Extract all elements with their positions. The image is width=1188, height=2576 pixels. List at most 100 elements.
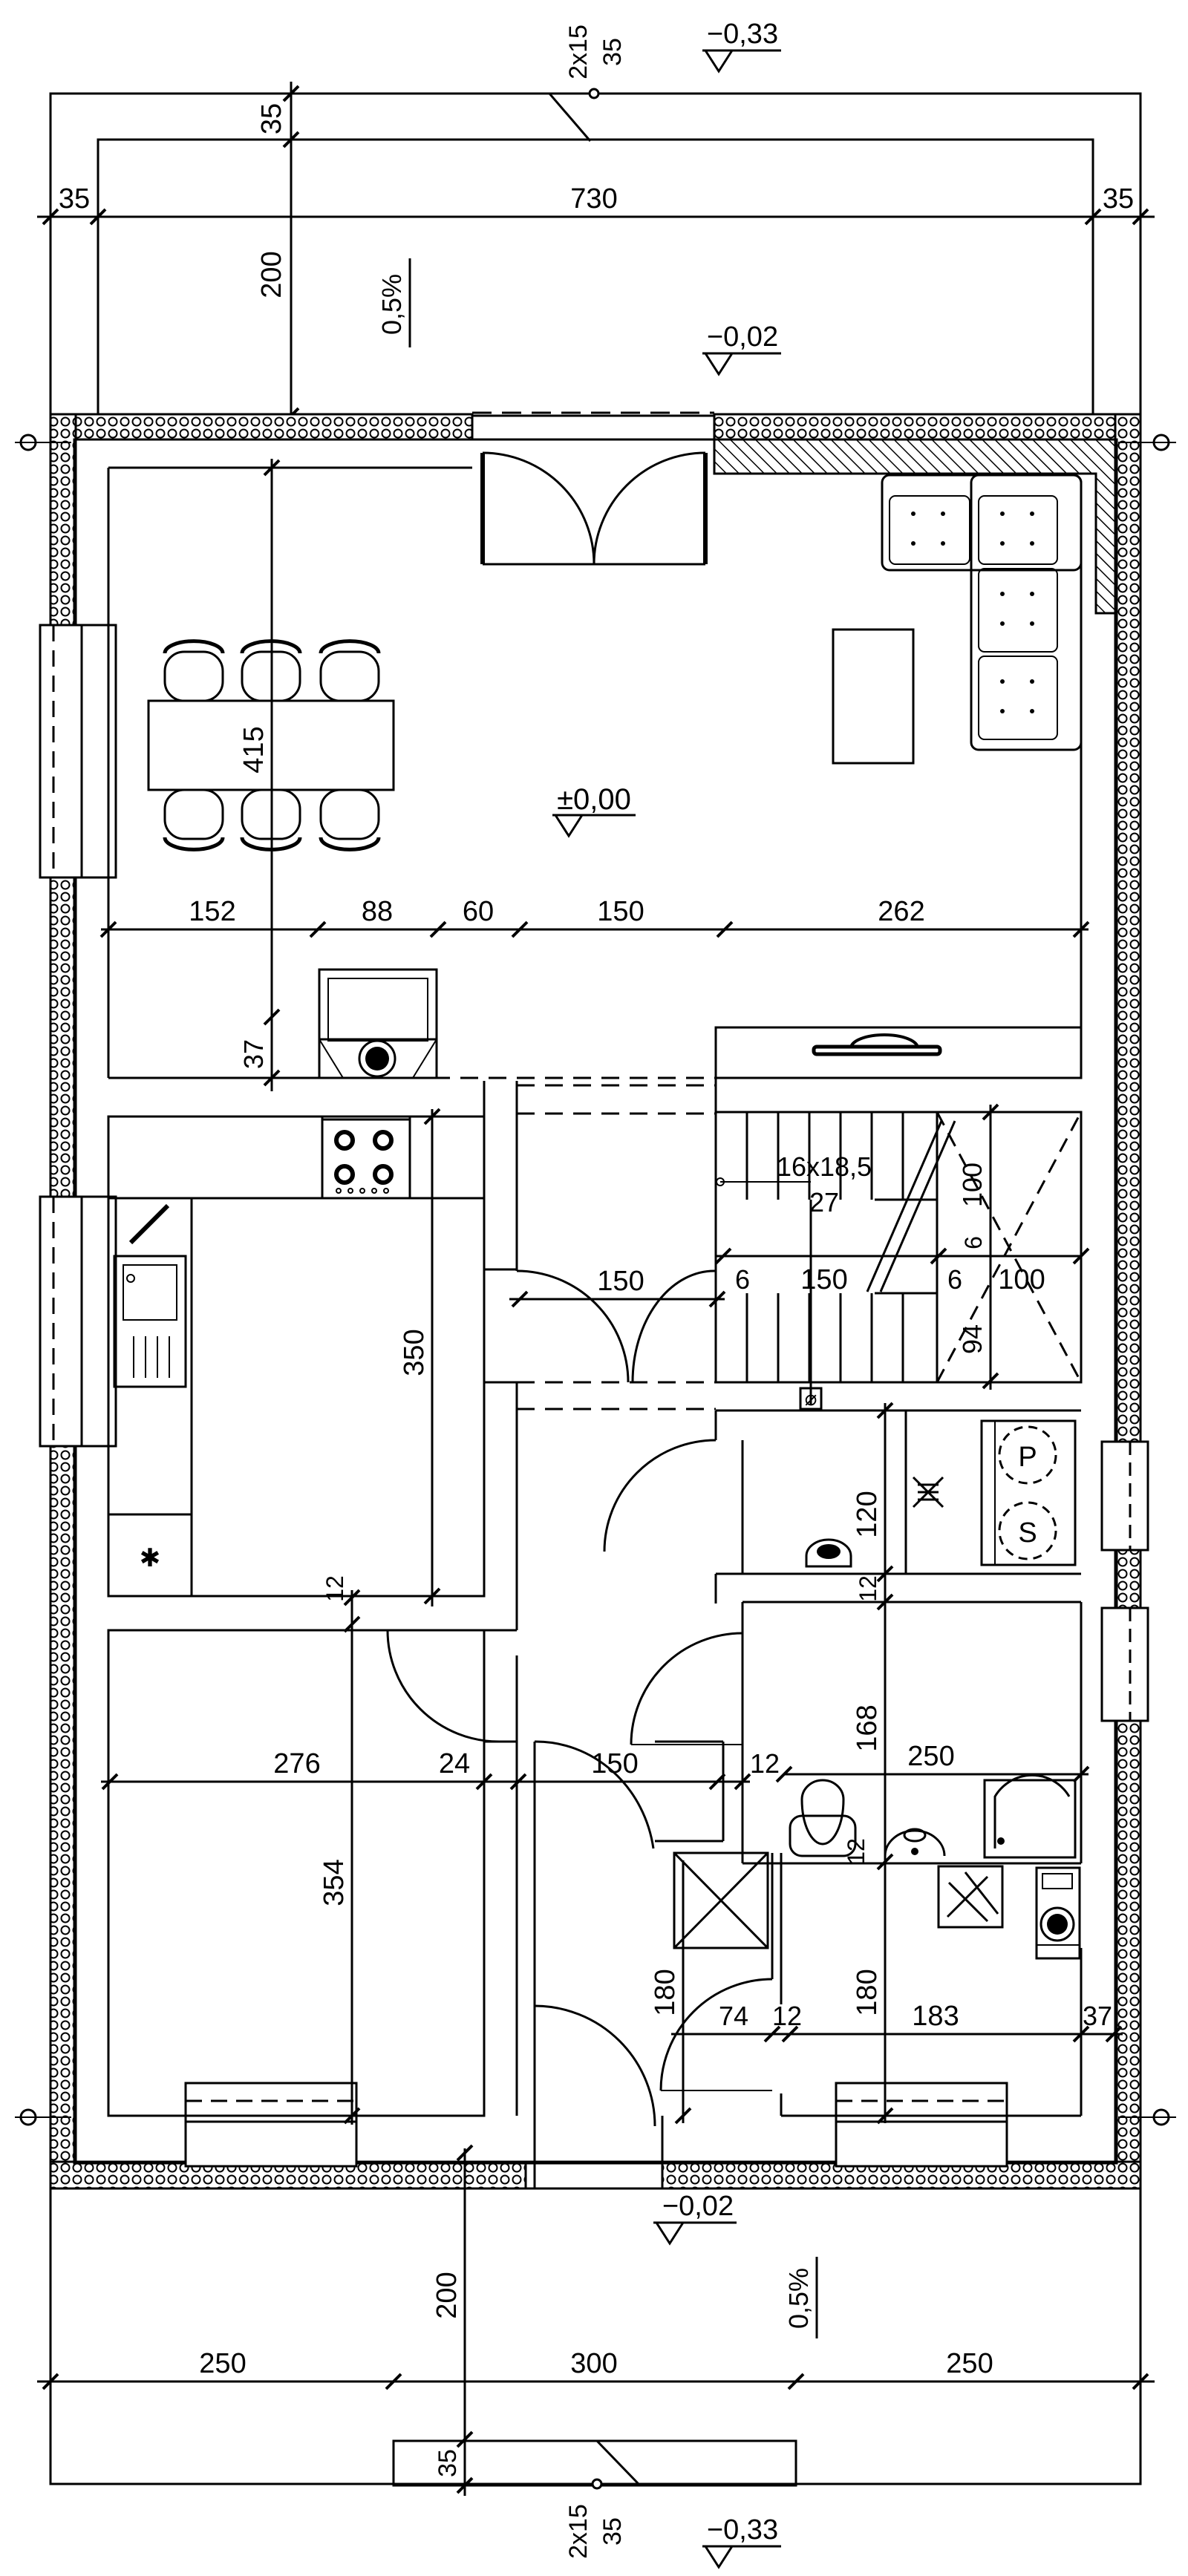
dim-stair-6b: 6 — [947, 1264, 962, 1295]
coffee-table — [832, 628, 915, 765]
dim-74: 74 — [719, 2001, 748, 2031]
dim-12b: 12 — [322, 1575, 348, 1602]
dim-tech-120: 120 — [852, 1491, 883, 1537]
step-label-top-b: 35 — [598, 38, 627, 66]
wc — [659, 1851, 1083, 2117]
dim-wc-180a: 180 — [650, 1969, 681, 2016]
level-bottom-terrace: −0,02 — [662, 2191, 734, 2222]
pump-label: P — [1018, 1442, 1037, 1473]
dim-stair-94: 94 — [957, 1324, 988, 1354]
slope-top: 0,5% — [376, 274, 407, 335]
dim-stair-100v: 100 — [957, 1163, 988, 1207]
step-label-bottom-a: 2x15 — [564, 2504, 593, 2559]
bedroom-depth-dimension — [343, 1589, 361, 2125]
bottom-terrace — [49, 2187, 1142, 2490]
stair-width-dimension — [714, 1247, 1090, 1265]
svg-text:⌀: ⌀ — [805, 1387, 817, 1410]
cooktop — [321, 1118, 411, 1200]
terrace-double-door — [472, 411, 714, 566]
dim-bottom-200: 200 — [431, 2272, 463, 2318]
slope-bottom: 0,5% — [783, 2268, 814, 2329]
top-width-dimension — [37, 208, 1155, 226]
concrete-wall — [713, 438, 1117, 615]
dim-bed-354: 354 — [319, 1859, 350, 1906]
level-mark-top-terrace — [702, 352, 781, 376]
kitchen-door — [516, 1269, 630, 1383]
dining-table — [147, 639, 395, 851]
stair-door — [631, 1269, 717, 1383]
top-terrace — [49, 88, 1142, 417]
oven — [318, 1038, 438, 1079]
step-label-bottom-b: 35 — [598, 2517, 627, 2546]
level-top-terrace: −0,02 — [707, 321, 778, 353]
axis-markers — [15, 434, 1176, 2126]
stair-depth-dimension — [982, 1103, 999, 1390]
tech-room — [603, 1409, 1081, 1604]
dim-bottom-250-right: 250 — [946, 2348, 993, 2379]
kitchen-depth-dimension — [423, 1108, 441, 1606]
dim-kitchen-350: 350 — [399, 1329, 430, 1376]
dim-wc-180b: 180 — [852, 1969, 883, 2016]
dim-mid-12: 12 — [750, 1748, 780, 1779]
dim-12c: 12 — [843, 1838, 869, 1865]
dim-183: 183 — [912, 2001, 959, 2032]
dim-12a: 12 — [855, 1575, 881, 1602]
dim-262: 262 — [878, 896, 924, 927]
mid-width-dimension — [101, 1773, 751, 1791]
bedroom — [107, 1629, 518, 2117]
dim-top-730: 730 — [570, 183, 617, 215]
dim-row-150: 150 — [597, 896, 644, 927]
level-ground: ±0,00 — [557, 783, 631, 816]
bath-width-dimension — [775, 1765, 1090, 1783]
kitchen-counter — [108, 1117, 484, 1596]
dim-hall-150: 150 — [597, 1266, 644, 1297]
level-top-outer: −0,33 — [707, 19, 778, 50]
level-mark-top-outer — [702, 49, 781, 73]
level-mark-bottom-outer — [702, 2545, 781, 2569]
windows — [39, 624, 1149, 2168]
dim-stair-6v: 6 — [960, 1236, 987, 1249]
stairs-spec: 16x18,5 — [777, 1151, 872, 1182]
dim-60: 60 — [463, 896, 494, 927]
dim-stair-6a: 6 — [735, 1264, 750, 1295]
wc-dimension — [674, 1860, 894, 2125]
entrance-door — [526, 2160, 662, 2188]
tech-dimension — [876, 1402, 894, 1871]
dim-bath-250: 250 — [907, 1741, 954, 1772]
freezer-icon: ✱ — [140, 1544, 161, 1572]
dim-low-37: 37 — [1083, 2001, 1112, 2031]
level-mark-ground — [552, 814, 636, 838]
living-depth-dimension — [263, 459, 281, 1091]
dim-bottom-250-left: 250 — [199, 2348, 246, 2379]
dim-24: 24 — [439, 1748, 470, 1779]
dim-living-415: 415 — [238, 726, 270, 773]
entry-hall — [533, 1740, 725, 2162]
kitchen-sink — [113, 1255, 187, 1388]
dim-bottom-300: 300 — [570, 2348, 617, 2379]
bottom-depth-dimension — [456, 2144, 474, 2496]
dim-stair-100: 100 — [998, 1264, 1045, 1295]
dim-bottom-35: 35 — [434, 2449, 462, 2477]
stairs-count: 27 — [809, 1187, 839, 1217]
dim-88: 88 — [362, 896, 393, 927]
kitchen-walls — [107, 1081, 716, 1630]
outer-walls — [49, 413, 1142, 2190]
level-bottom-outer: −0,33 — [707, 2514, 778, 2546]
dim-152: 152 — [189, 896, 235, 927]
dim-top-200: 200 — [256, 251, 287, 298]
level-mark-bottom-terrace — [653, 2221, 737, 2246]
dim-276: 276 — [273, 1748, 320, 1779]
dim-37: 37 — [238, 1039, 269, 1069]
step-label-top-a: 2x15 — [564, 24, 593, 79]
low-width-dimension — [671, 2025, 1123, 2043]
dim-stair-150: 150 — [800, 1264, 847, 1295]
dim-low-12: 12 — [772, 2001, 802, 2031]
sofa — [881, 474, 1083, 751]
bottom-width-dimension — [37, 2373, 1155, 2390]
dim-top-35-right: 35 — [1103, 183, 1134, 215]
washing-machine — [937, 1865, 1081, 1960]
staircase: ⌀ — [714, 1026, 1083, 1410]
dim-top-35-left: 35 — [59, 183, 90, 215]
storage-label: S — [1018, 1517, 1037, 1549]
